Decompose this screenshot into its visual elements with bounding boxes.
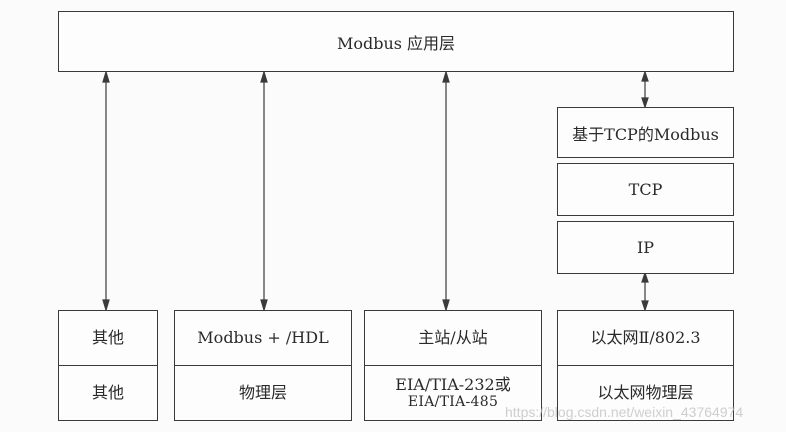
ip-box: IP — [557, 221, 734, 274]
eia-tia-485-label: EIA/TIA-485 — [407, 394, 499, 411]
watermark: https://blog.csdn.net/weixin_43764974 — [505, 404, 744, 420]
arrow-head-down-icon — [102, 299, 110, 313]
modbus-plus-hdl-label: Modbus + /HDL — [197, 328, 329, 348]
physical-layer-label: 物理层 — [238, 383, 287, 403]
modbus-plus-hdl-cell: Modbus + /HDL — [175, 311, 351, 365]
physical-layer-cell: 物理层 — [175, 365, 351, 420]
other-upper-label: 其他 — [91, 328, 124, 348]
modbus-plus-hdl-column: Modbus + /HDL 物理层 — [174, 310, 352, 421]
eia-tia-cell: EIA/TIA-232或 EIA/TIA-485 — [365, 365, 541, 420]
ethernet-802-3-cell: 以太网Ⅱ/802.3 — [558, 311, 733, 365]
master-slave-column: 主站/从站 EIA/TIA-232或 EIA/TIA-485 — [364, 310, 542, 421]
eia-tia-232-label: EIA/TIA-232或 — [395, 375, 511, 394]
ethernet-physical-label: 以太网物理层 — [597, 383, 694, 403]
modbus-over-tcp-box: 基于TCP的Modbus — [557, 107, 734, 158]
other-upper-cell: 其他 — [59, 311, 157, 365]
other-lower-cell: 其他 — [59, 365, 157, 420]
master-slave-label: 主站/从站 — [418, 328, 488, 348]
ethernet-802-3-label: 以太网Ⅱ/802.3 — [590, 328, 701, 348]
other-column: 其他 其他 — [58, 310, 158, 421]
other-lower-label: 其他 — [91, 383, 124, 403]
ethernet-physical-cell: 以太网物理层 — [558, 365, 733, 420]
arrow-head-up-icon — [102, 69, 110, 83]
modbus-over-tcp-label: 基于TCP的Modbus — [572, 124, 719, 144]
tcp-label: TCP — [628, 180, 663, 199]
modbus-application-layer: Modbus 应用层 — [58, 11, 734, 72]
ethernet-column: 以太网Ⅱ/802.3 以太网物理层 — [557, 310, 734, 421]
ip-label: IP — [636, 238, 655, 257]
application-layer-label: Modbus 应用层 — [336, 33, 456, 53]
master-slave-cell: 主站/从站 — [365, 311, 541, 365]
tcp-box: TCP — [557, 163, 734, 216]
